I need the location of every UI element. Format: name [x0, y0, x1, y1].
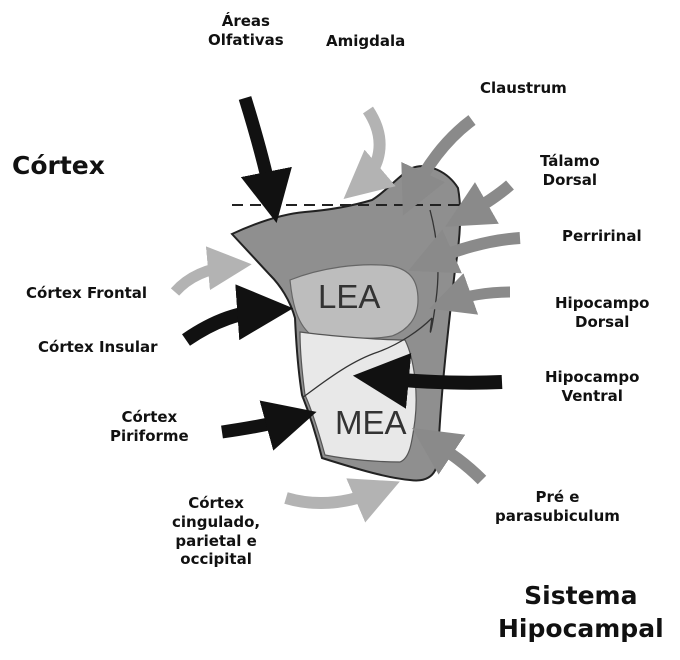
perririnal-label: Perririnal — [562, 227, 642, 246]
arrow-cortex-piriforme — [222, 418, 294, 432]
amigdala-label: Amigdala — [326, 32, 405, 51]
mea-label: MEA — [335, 404, 407, 442]
cortex-frontal-label: Córtex Frontal — [26, 284, 147, 303]
lea-label: LEA — [318, 278, 380, 316]
cortex-cingulado-label: Córtex cingulado, parietal e occipital — [172, 494, 260, 569]
arrow-areas-olfativas — [245, 98, 272, 200]
arrow-talamo-dorsal — [464, 185, 510, 216]
arrow-cortex-cingulado — [286, 490, 380, 503]
arrow-cortex-frontal — [175, 266, 232, 292]
arrow-hipocampo-dorsal — [448, 292, 510, 302]
cortex-title: Córtex — [12, 150, 105, 183]
sistema-hipocampal-title: Sistema Hipocampal — [498, 580, 664, 645]
arrow-hipocampo-ventral — [378, 378, 502, 383]
arrow-amigdala — [360, 110, 380, 185]
cortex-insular-label: Córtex Insular — [38, 338, 157, 357]
cortex-piriforme-label: Córtex Piriforme — [110, 408, 189, 446]
hipocampo-ventral-label: Hipocampo Ventral — [545, 368, 639, 406]
pre-parasubiculum-label: Pré e parasubiculum — [495, 488, 620, 526]
claustrum-label: Claustrum — [480, 79, 567, 98]
talamo-dorsal-label: Tálamo Dorsal — [540, 152, 600, 190]
areas-olfativas-label: Áreas Olfativas — [208, 12, 284, 50]
arrow-cortex-insular — [186, 310, 268, 340]
hipocampo-dorsal-label: Hipocampo Dorsal — [555, 294, 649, 332]
